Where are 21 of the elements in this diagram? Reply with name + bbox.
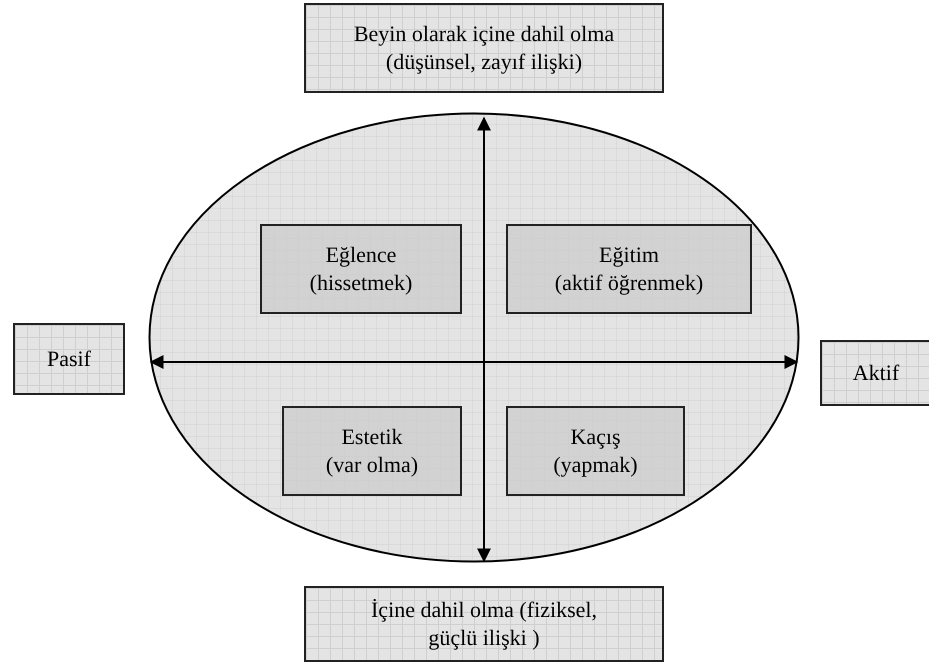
label-box xyxy=(304,586,664,662)
label-box xyxy=(304,3,664,93)
box-description: (var olma) xyxy=(326,451,418,479)
label-box xyxy=(13,323,125,395)
quadrant-ellipse xyxy=(148,112,800,563)
quadrant-box xyxy=(506,406,685,496)
box-description: (hissetmek) xyxy=(310,269,412,297)
box-heading: Kaçış xyxy=(570,423,621,451)
box-label: İçine dahil olma (fiziksel, güçlü ilişki ) xyxy=(370,596,598,652)
box-label: Aktif xyxy=(852,359,900,387)
quadrant-box xyxy=(282,406,462,496)
box-heading: Eğlence xyxy=(326,241,396,269)
box-description: (yapmak) xyxy=(553,451,638,479)
box-description: (aktif öğrenmek) xyxy=(554,269,704,297)
label-box xyxy=(820,340,929,406)
quadrant-box xyxy=(506,224,752,314)
quadrant-box xyxy=(260,224,462,314)
box-heading: Eğitim xyxy=(599,241,659,269)
box-label: Beyin olarak içine dahil olma (düşünsel, zayıf ilişki) xyxy=(352,20,616,76)
box-label: Pasif xyxy=(47,345,91,373)
box-heading: Estetik xyxy=(341,423,403,451)
